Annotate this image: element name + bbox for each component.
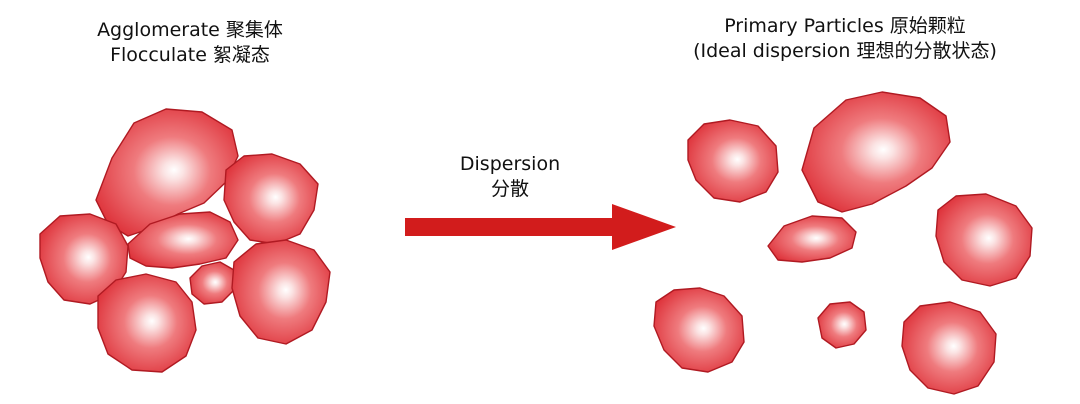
primary-particles	[653, 91, 1033, 395]
dispersion-arrow	[405, 204, 676, 250]
primary-particle-6	[817, 301, 867, 349]
agglomerate-label-line2: Flocculate 絮凝态	[110, 44, 270, 66]
agglomerate-particle-5	[189, 261, 237, 305]
primary-particles-label-line1: Primary Particles 原始颗粒	[724, 15, 966, 37]
agglomerate-label-line1: Agglomerate 聚集体	[97, 19, 283, 41]
agglomerate-particle-6	[97, 273, 197, 373]
dispersion-label: Dispersion 分散	[420, 152, 600, 202]
agglomerate-particle-7	[231, 239, 331, 345]
dispersion-label-line1: Dispersion	[459, 153, 561, 175]
agglomerate-label: Agglomerate 聚集体 Flocculate 絮凝态	[20, 18, 360, 68]
primary-particle-1	[687, 119, 779, 203]
agglomerate-particle-4	[127, 211, 239, 269]
primary-particle-7	[901, 301, 997, 395]
primary-particles-label: Primary Particles 原始颗粒 (Ideal dispersion…	[610, 14, 1080, 64]
primary-particles-label-line2: (Ideal dispersion 理想的分散状态)	[693, 40, 997, 62]
agglomerate-particle-2	[223, 153, 319, 245]
primary-particle-2	[801, 91, 951, 213]
primary-particle-3	[767, 215, 857, 263]
dispersion-label-line2: 分散	[490, 178, 529, 200]
primary-particle-5	[653, 287, 745, 373]
primary-particle-4	[935, 193, 1033, 287]
agglomerate-cluster	[39, 108, 331, 373]
